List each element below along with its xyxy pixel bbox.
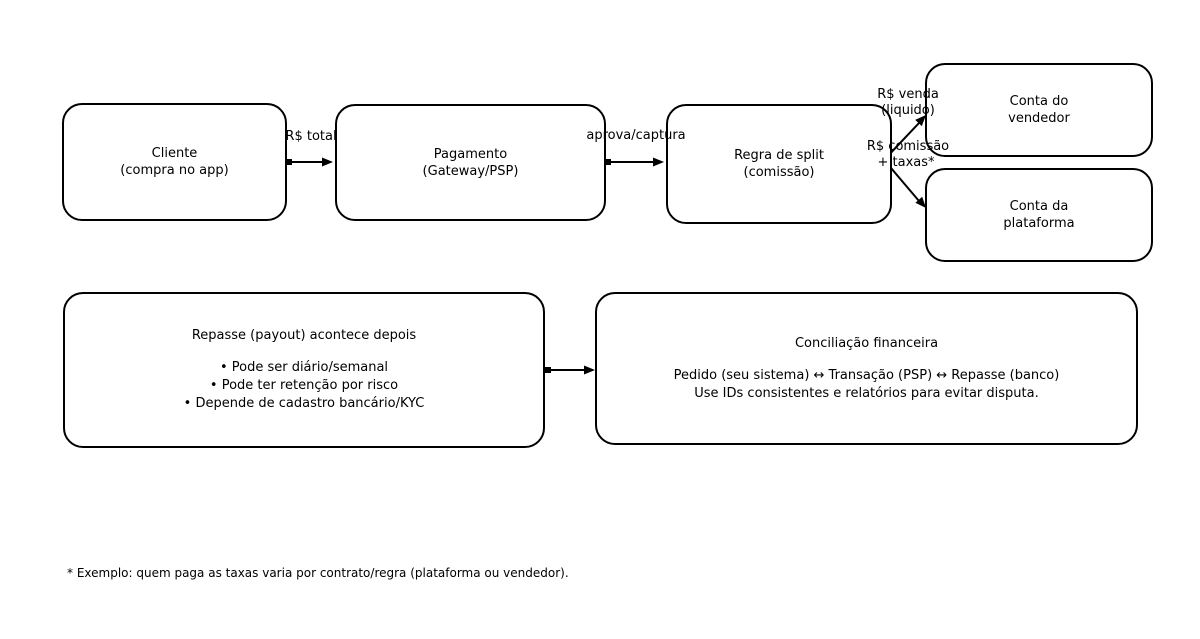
node-conta-vendedor-line2: vendedor bbox=[1008, 111, 1070, 126]
node-repasse-bullets: • Pode ser diário/semanal • Pode ter ret… bbox=[184, 359, 425, 413]
node-regra-split: Regra de split (comissão) bbox=[666, 104, 892, 224]
bullet-item: • Pode ser diário/semanal bbox=[219, 360, 389, 375]
node-regra-split-line2: (comissão) bbox=[743, 165, 815, 180]
node-cliente-line1: Cliente bbox=[151, 146, 198, 161]
node-pagamento: Pagamento (Gateway/PSP) bbox=[335, 104, 606, 221]
edge-label-comissao-line1: R$ comissão bbox=[866, 139, 950, 154]
node-conta-plataforma-line2: plataforma bbox=[1003, 216, 1075, 231]
node-pagamento-line2: (Gateway/PSP) bbox=[422, 163, 519, 179]
edge-label-aprova-captura: aprova/captura bbox=[586, 128, 686, 143]
node-pagamento-line1: Pagamento bbox=[433, 146, 508, 162]
footnote: * Exemplo: quem paga as taxas varia por … bbox=[67, 566, 569, 580]
node-regra-split-line1: Regra de split bbox=[734, 148, 824, 163]
bullet-item: • Depende de cadastro bancário/KYC bbox=[183, 396, 425, 411]
bullet-item: • Pode ter retenção por risco bbox=[209, 378, 399, 393]
node-repasse-title: Repasse (payout) acontece depois bbox=[191, 328, 417, 343]
node-conta-vendedor-line1: Conta do bbox=[1009, 94, 1069, 109]
node-cliente-line2: (compra no app) bbox=[120, 163, 229, 178]
edge-label-venda-line1: R$ venda bbox=[877, 87, 939, 102]
node-conta-vendedor: Conta do vendedor bbox=[925, 63, 1153, 157]
edge-label-comissao-line2: + taxas* bbox=[877, 155, 935, 170]
node-conciliacao: Conciliação financeira Pedido (seu siste… bbox=[595, 292, 1138, 445]
edge-repasse-conciliacao bbox=[545, 365, 595, 375]
node-conciliacao-title: Conciliação financeira bbox=[794, 335, 939, 351]
edge-label-total: R$ total bbox=[285, 129, 337, 144]
node-cliente: Cliente (compra no app) bbox=[62, 103, 287, 221]
node-conciliacao-line2: Use IDs consistentes e relatórios para e… bbox=[694, 385, 1039, 401]
edge-label-venda-line2: (liquido) bbox=[881, 103, 935, 118]
edge-pagamento-regra bbox=[605, 157, 664, 167]
node-repasse: Repasse (payout) acontece depois • Pode … bbox=[63, 292, 545, 448]
edge-cliente-pagamento bbox=[286, 157, 333, 167]
node-conciliacao-line1: Pedido (seu sistema) ↔ Transação (PSP) ↔… bbox=[673, 367, 1060, 383]
node-conta-plataforma: Conta da plataforma bbox=[925, 168, 1153, 262]
node-conta-plataforma-line1: Conta da bbox=[1009, 199, 1069, 214]
